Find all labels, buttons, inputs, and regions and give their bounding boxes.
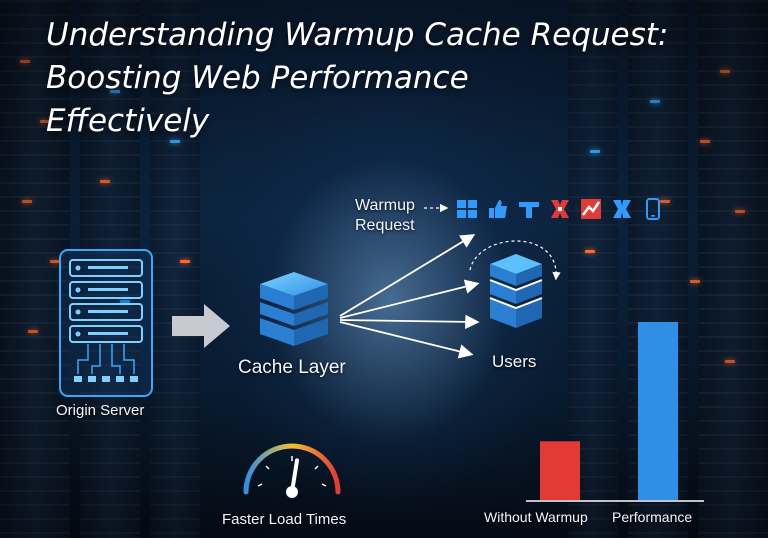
page-title: Understanding Warmup Cache Request: Boos… bbox=[46, 14, 668, 143]
title-line-2: Boosting Web Performance bbox=[46, 60, 469, 96]
users-icon bbox=[489, 254, 543, 328]
arrow-right-icon bbox=[172, 304, 230, 348]
arrow-line bbox=[339, 279, 480, 319]
title-line-3: Effectively bbox=[46, 103, 210, 139]
chart-icon bbox=[519, 202, 539, 218]
link-icon bbox=[613, 200, 631, 218]
cache-layer-icon bbox=[260, 272, 328, 346]
service-icons bbox=[456, 198, 664, 220]
bar-without-warmup bbox=[540, 441, 580, 500]
phone-icon bbox=[646, 198, 660, 220]
thumb-icon bbox=[489, 200, 507, 218]
arrow-line bbox=[339, 234, 476, 317]
cache-layer-label: Cache Layer bbox=[238, 357, 346, 378]
warmup-label-line-2: Request bbox=[355, 217, 415, 234]
users-label: Users bbox=[492, 352, 537, 371]
faster-load-times-label: Faster Load Times bbox=[222, 511, 347, 528]
bar-performance bbox=[638, 322, 678, 500]
without-warmup-label: Without Warmup bbox=[484, 509, 588, 525]
grid-icon bbox=[457, 200, 477, 218]
warmup-label-line-1: Warmup bbox=[355, 197, 415, 214]
cross-icon bbox=[551, 200, 569, 218]
cycle-dashed-arrow bbox=[469, 240, 561, 281]
arrow-line bbox=[339, 321, 474, 359]
performance-bar-chart bbox=[526, 322, 704, 502]
speedometer-icon bbox=[243, 443, 341, 498]
origin-server-label: Origin Server bbox=[56, 402, 145, 419]
trend-icon bbox=[581, 199, 601, 219]
origin-server-icon bbox=[59, 249, 153, 397]
arrow-line bbox=[339, 314, 480, 330]
warmup-request-label: Warmup Request bbox=[355, 196, 415, 236]
title-line-1: Understanding Warmup Cache Request: bbox=[46, 17, 669, 53]
performance-label: Performance bbox=[612, 509, 693, 525]
